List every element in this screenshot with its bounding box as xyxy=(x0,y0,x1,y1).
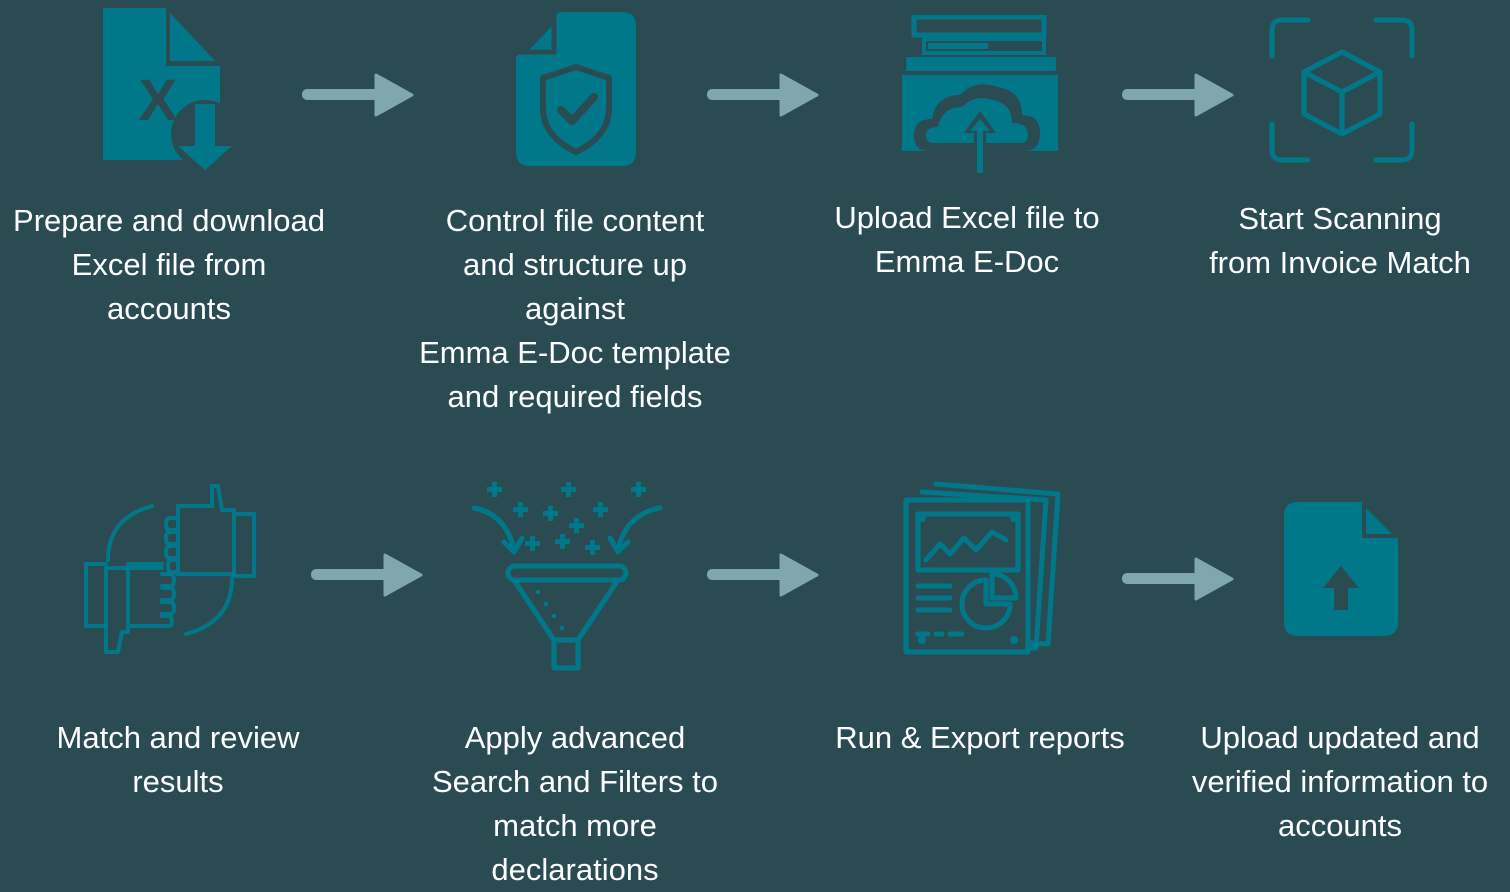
arrow-right-6 xyxy=(1122,557,1234,601)
excel-download-icon: X xyxy=(103,8,239,170)
arrow-right-3 xyxy=(1122,73,1234,117)
step-4-label: Start Scanning from Invoice Match xyxy=(1209,201,1471,280)
report-chart-icon xyxy=(903,481,1061,655)
document-shield-check-icon xyxy=(516,12,636,166)
step-7-label: Run & Export reports xyxy=(835,720,1125,755)
funnel-filter-icon xyxy=(471,482,663,671)
file-upload-icon xyxy=(1284,502,1398,636)
scan-box-icon xyxy=(1269,17,1415,163)
arrow-right-4 xyxy=(311,553,423,597)
step-2-label: Control file content and structure up ag… xyxy=(419,203,731,414)
step-5-label: Match and review results xyxy=(56,720,300,799)
svg-text:X: X xyxy=(139,68,178,133)
thumbs-up-down-icon xyxy=(84,484,256,654)
step-1-label: Prepare and download Excel file from acc… xyxy=(13,203,325,326)
step-3-label: Upload Excel file to Emma E-Doc xyxy=(834,200,1100,279)
step-8-label: Upload updated and verified information … xyxy=(1191,720,1489,843)
arrow-right-1 xyxy=(302,73,414,117)
cloud-upload-folder-icon xyxy=(902,15,1058,175)
arrow-right-5 xyxy=(707,553,819,597)
step-6-label: Apply advanced Search and Filters to mat… xyxy=(431,720,719,887)
arrow-right-2 xyxy=(707,73,819,117)
